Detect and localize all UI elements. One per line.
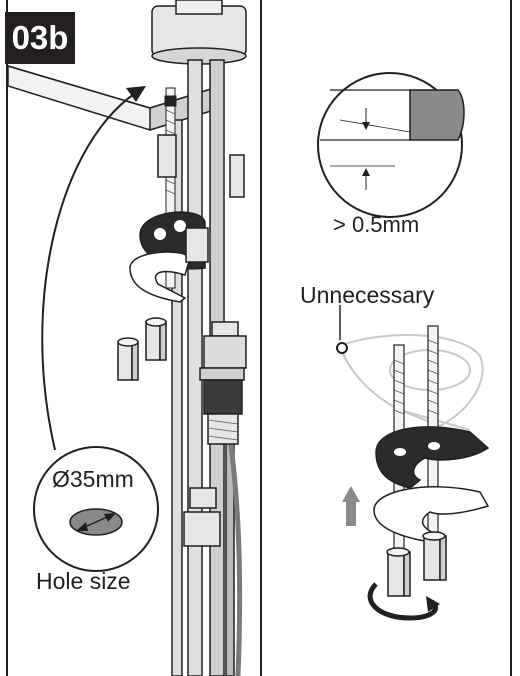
right-panel bbox=[317, 72, 490, 621]
countertop bbox=[7, 64, 215, 132]
hole-size-callout bbox=[33, 446, 159, 572]
hose-fitting-lower bbox=[183, 487, 221, 547]
hole-diameter-label: Ø35mm bbox=[52, 466, 134, 492]
thickness-label: > 0.5mm bbox=[333, 212, 420, 237]
panel-borders bbox=[6, 0, 512, 676]
up-arrow-icon bbox=[342, 486, 360, 526]
left-panel bbox=[7, 0, 247, 676]
hose-nut-upper bbox=[157, 134, 245, 198]
thickness-detail bbox=[317, 72, 465, 218]
bracket-washer-black bbox=[375, 426, 490, 489]
bracket-washer-white bbox=[373, 486, 490, 543]
double-arrow-icon bbox=[69, 508, 123, 536]
compression-fitting bbox=[199, 321, 247, 445]
horseshoe-washer-white bbox=[129, 251, 191, 303]
unnecessary-label: Unnecessary bbox=[300, 282, 435, 308]
hex-nuts bbox=[117, 317, 167, 381]
rotate-arrow-icon bbox=[367, 582, 440, 621]
threaded-rod bbox=[164, 87, 177, 289]
hose-fitting-upper bbox=[185, 227, 209, 263]
step-badge: 03b bbox=[5, 12, 75, 64]
unnecessary-bracket bbox=[338, 334, 484, 431]
bracket-hex-nuts bbox=[386, 531, 447, 597]
unnecessary-pointer bbox=[336, 305, 348, 354]
curved-arrow-icon bbox=[41, 86, 146, 451]
hole-size-label: Hole size bbox=[36, 568, 131, 594]
faucet-base bbox=[151, 0, 247, 65]
